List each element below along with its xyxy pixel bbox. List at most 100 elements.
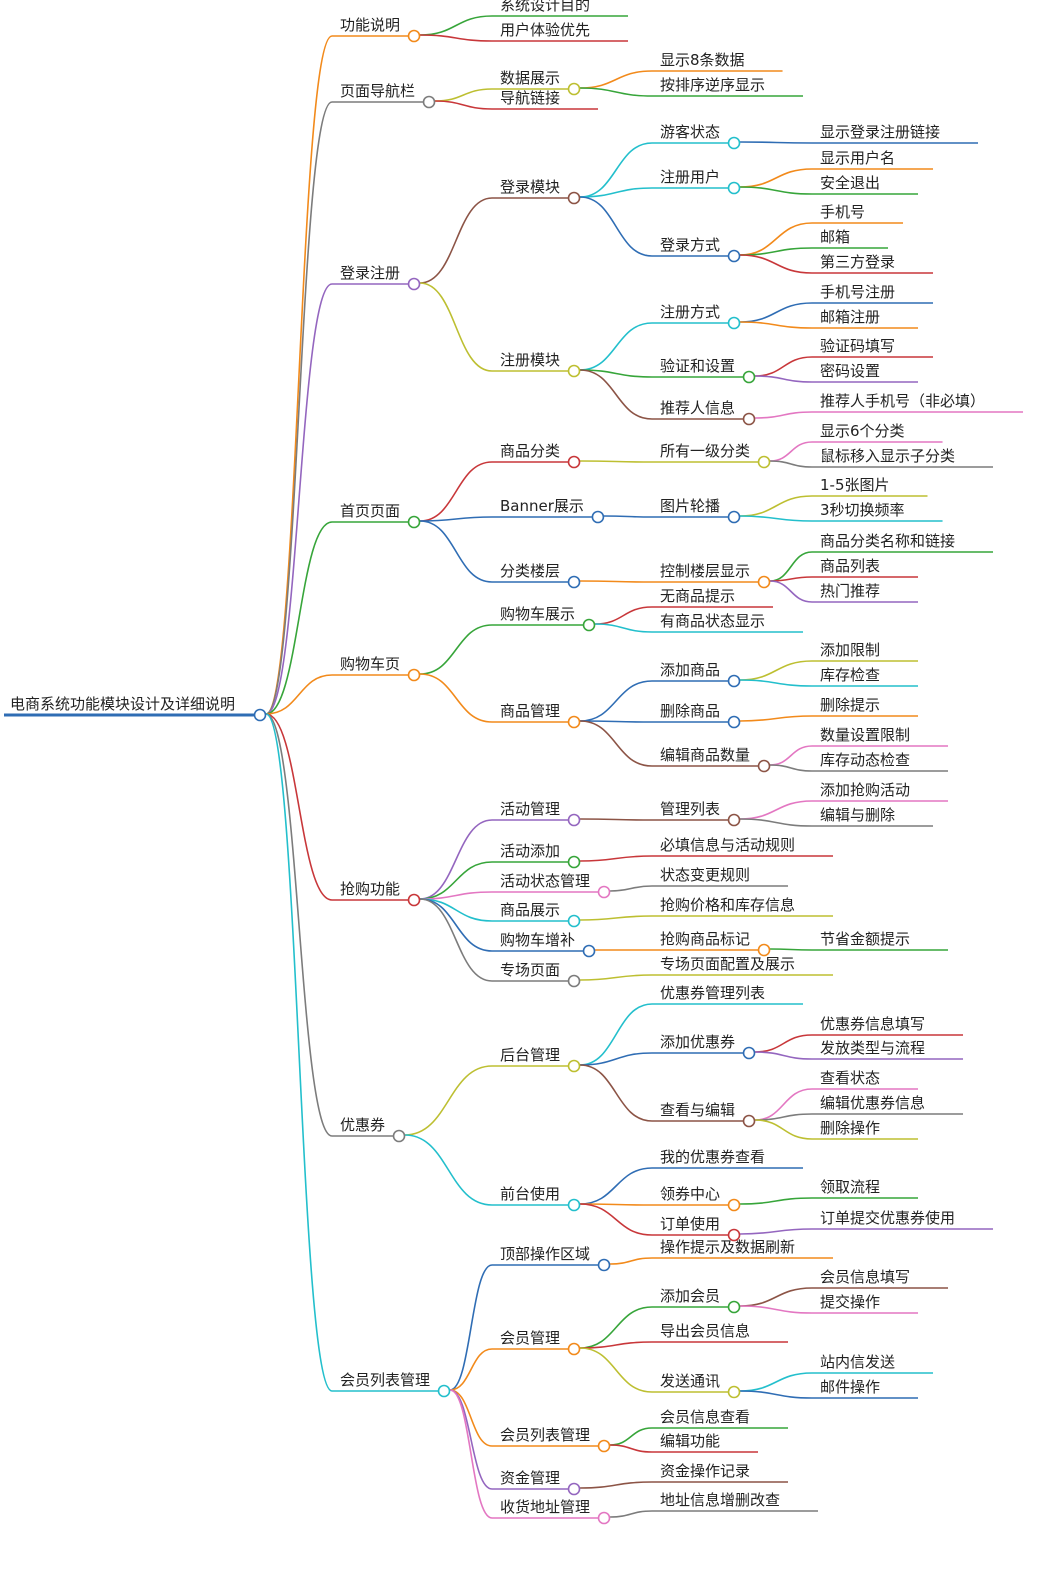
node-toggle-icon[interactable] (597, 1511, 611, 1525)
node-label: 发放类型与流程 (820, 1039, 925, 1057)
node-label: 库存动态检查 (820, 751, 910, 769)
mind-map-link (419, 282, 493, 372)
node-toggle-icon[interactable] (742, 1046, 756, 1060)
mind-map-labels: 电商系统功能模块设计及详细说明功能说明系统设计目的用户体验优先页面导航栏数据展示… (10, 0, 985, 1516)
node-label: 订单提交优惠券使用 (820, 1209, 955, 1227)
node-toggle-icon[interactable] (757, 575, 771, 589)
node-toggle-icon[interactable] (567, 914, 581, 928)
node-label: 推荐人手机号（非必填） (820, 392, 985, 410)
node-label: 注册模块 (500, 351, 560, 369)
node-label: 邮箱 (820, 228, 850, 246)
node-toggle-icon[interactable] (591, 510, 605, 524)
node-toggle-icon[interactable] (407, 515, 421, 529)
mind-map-link (420, 673, 493, 723)
mind-map-link (580, 196, 653, 257)
node-toggle-icon[interactable] (407, 29, 421, 43)
mind-map-link (755, 1051, 813, 1060)
node-toggle-icon[interactable] (567, 1198, 581, 1212)
mind-map-link (755, 1034, 813, 1053)
node-toggle-icon[interactable] (567, 855, 581, 869)
node-toggle-icon[interactable] (727, 715, 741, 729)
node-toggle-icon[interactable] (407, 893, 421, 907)
mind-map-link (740, 302, 813, 323)
node-toggle-icon[interactable] (253, 708, 267, 722)
node-toggle-icon[interactable] (437, 1384, 451, 1398)
mind-map-link (580, 1347, 653, 1393)
mind-map-link (740, 660, 813, 681)
node-toggle-icon[interactable] (727, 249, 741, 263)
node-toggle-icon[interactable] (422, 95, 436, 109)
node-label: 订单使用 (660, 1215, 720, 1233)
node-toggle-icon[interactable] (597, 1439, 611, 1453)
node-label: 编辑优惠券信息 (820, 1094, 925, 1112)
node-label: 控制楼层显示 (660, 562, 750, 580)
mind-map-link (419, 197, 493, 284)
node-toggle-icon[interactable] (757, 759, 771, 773)
mind-map-link (420, 461, 493, 522)
mind-map-link (740, 495, 813, 517)
node-toggle-icon[interactable] (567, 82, 581, 96)
node-toggle-icon[interactable] (567, 1059, 581, 1073)
mind-map-link (580, 369, 653, 378)
mind-map-link (580, 974, 653, 981)
node-toggle-icon[interactable] (727, 316, 741, 330)
node-toggle-icon[interactable] (567, 715, 581, 729)
mind-map-link (449, 1389, 493, 1490)
node-label: 编辑功能 (660, 1432, 720, 1450)
node-toggle-icon[interactable] (742, 370, 756, 384)
node-label: 删除提示 (820, 696, 880, 714)
mind-map-link (265, 101, 333, 715)
mind-map-link (265, 283, 333, 715)
node-toggle-icon[interactable] (757, 455, 771, 469)
node-toggle-icon[interactable] (727, 510, 741, 524)
mind-map-link (595, 606, 653, 625)
node-label: 抢购价格和库存信息 (660, 896, 795, 914)
node-toggle-icon[interactable] (597, 885, 611, 899)
node-toggle-icon[interactable] (392, 1129, 406, 1143)
node-toggle-icon[interactable] (567, 191, 581, 205)
node-toggle-icon[interactable] (407, 277, 421, 291)
node-toggle-icon[interactable] (727, 1385, 741, 1399)
node-toggle-icon[interactable] (727, 136, 741, 150)
node-toggle-icon[interactable] (757, 943, 771, 957)
node-label: 查看状态 (820, 1069, 880, 1087)
node-toggle-icon[interactable] (742, 412, 756, 426)
branch-label: 抢购功能 (340, 880, 400, 898)
mind-map-link (580, 818, 653, 821)
node-toggle-icon[interactable] (727, 1198, 741, 1212)
node-toggle-icon[interactable] (407, 668, 421, 682)
node-label: 添加商品 (660, 661, 720, 679)
node-toggle-icon[interactable] (567, 364, 581, 378)
node-toggle-icon[interactable] (567, 575, 581, 589)
node-label: 优惠券管理列表 (660, 984, 765, 1002)
node-toggle-icon[interactable] (582, 944, 596, 958)
mind-map-link (419, 898, 493, 982)
node-label: 数据展示 (500, 69, 560, 87)
node-label: 管理列表 (660, 800, 720, 818)
node-toggle-icon[interactable] (727, 674, 741, 688)
node-label: 邮件操作 (820, 1378, 880, 1396)
mind-map-link (740, 1287, 813, 1307)
node-label: 抢购商品标记 (660, 930, 750, 948)
node-toggle-icon[interactable] (567, 1482, 581, 1496)
node-toggle-icon[interactable] (567, 974, 581, 988)
node-toggle-icon[interactable] (727, 1300, 741, 1314)
mind-map-link (580, 855, 653, 862)
node-label: 显示用户名 (820, 149, 895, 167)
node-label: 添加限制 (820, 641, 880, 659)
node-toggle-icon[interactable] (727, 1228, 741, 1242)
node-toggle-icon[interactable] (727, 181, 741, 195)
node-label: 库存检查 (820, 666, 880, 684)
node-toggle-icon[interactable] (742, 1114, 756, 1128)
node-toggle-icon[interactable] (567, 1342, 581, 1356)
mind-map-link (419, 819, 493, 900)
node-toggle-icon[interactable] (727, 813, 741, 827)
node-toggle-icon[interactable] (567, 455, 581, 469)
node-toggle-icon[interactable] (597, 1258, 611, 1272)
node-toggle-icon[interactable] (582, 618, 596, 632)
mind-map-link (580, 915, 653, 921)
node-toggle-icon[interactable] (567, 813, 581, 827)
node-label: 购物车增补 (500, 931, 575, 949)
mind-map-link (435, 100, 493, 110)
mind-map-link (405, 1065, 493, 1136)
